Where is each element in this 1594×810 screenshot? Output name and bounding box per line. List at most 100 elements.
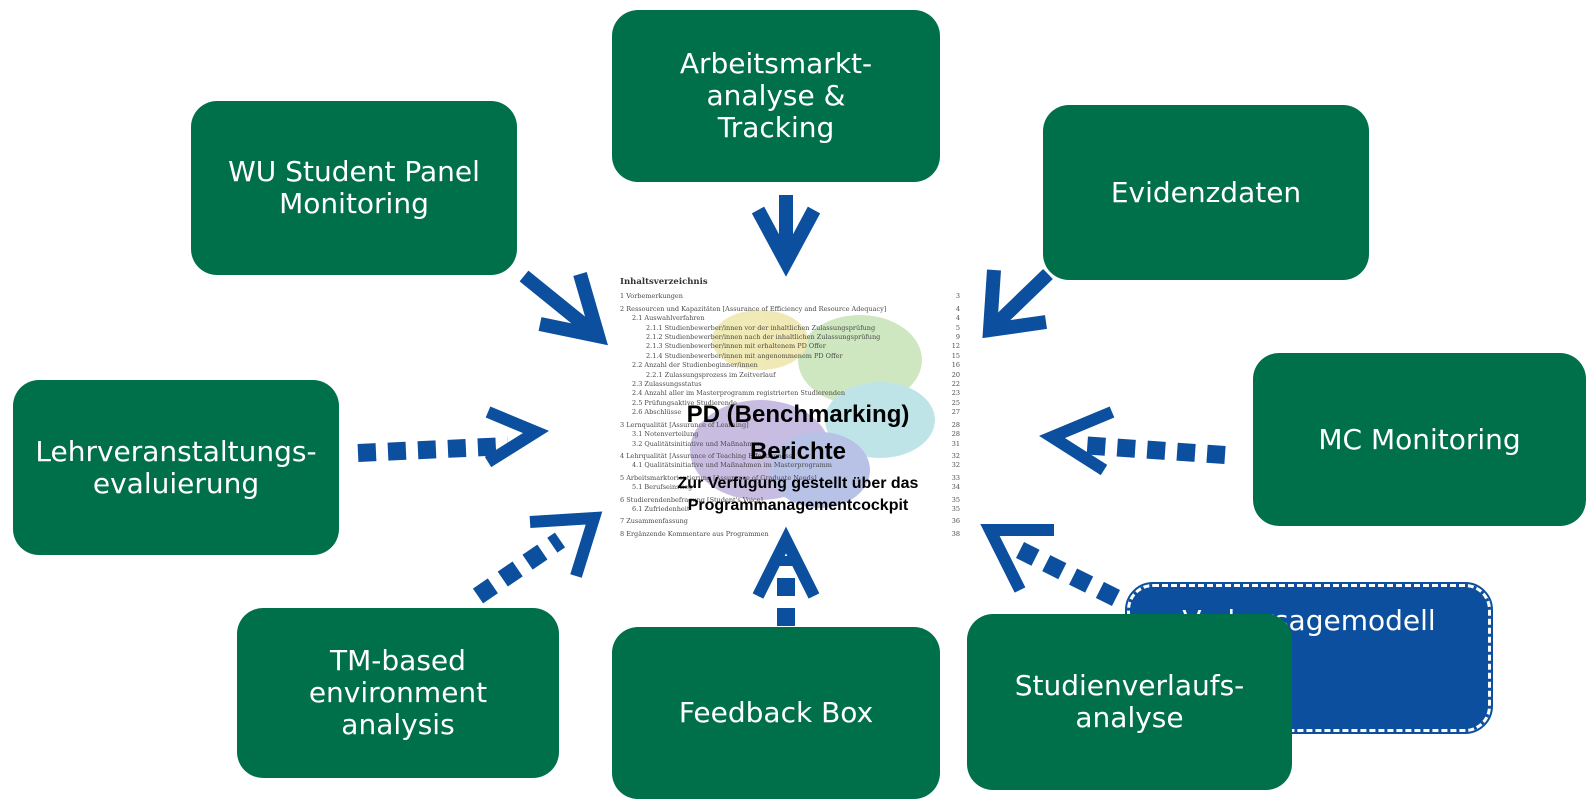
arrow-upper-left-solid [519, 270, 608, 346]
toc-row-text: 8 Ergänzende Kommentare aus Programmen [620, 529, 769, 538]
toc-row: 3 Lernqualität [Assurance of Learning] 28 [620, 421, 960, 430]
toc-row-text: 2.6 Abschlüsse [632, 408, 682, 417]
bubble-teal [825, 382, 935, 458]
toc-row-text: 4 Lehrqualität [Assurance of Teaching Ef… [620, 451, 795, 460]
toc-row-text: 3.2 Qualitätsinitiative und Maßnahmen [632, 439, 762, 448]
toc-row: 2.4 Anzahl aller im Masterprogramm regis… [620, 389, 960, 398]
toc-row-text: 2.1.2 Studienbewerber/innen nach der inh… [646, 333, 881, 342]
box-mc-monitoring: MC Monitoring [1253, 353, 1586, 526]
toc-row: 2.5 Prüfungsaktive Studierende 25 [620, 399, 960, 408]
toc-row: 5 Arbeitsmarktorientierung [Assurance of… [620, 474, 960, 483]
center-subtitle-line2: Programmanagementcockpit [687, 497, 909, 514]
toc-row: 6.1 Zufriedenheit 35 [620, 505, 960, 514]
toc-row-text: 4.1 Qualitätsinitiative und Maßnahmen im… [632, 461, 832, 470]
toc-row-page: 4 [955, 314, 960, 323]
toc-row-text: 2.5 Prüfungsaktive Studierende [632, 398, 737, 407]
toc-row: 2.2.1 Zulassungsprozess im Zeitverlauf 20 [620, 371, 960, 380]
toc-title: Inhaltsverzeichnis [620, 277, 708, 287]
arrow-lower-right-dotted [980, 524, 1121, 607]
toc-row-page: 9 [955, 333, 960, 342]
toc-row: 2.1.1 Studienbewerber/innen vor der inha… [620, 324, 960, 333]
arrow-right-dotted [1039, 406, 1226, 476]
toc-row-page: 20 [951, 370, 960, 379]
center-subtitle-line1: Zur Verfügung gestellt über das [677, 475, 919, 492]
toc-row-page: 4 [955, 304, 960, 313]
center-bubbles [690, 310, 935, 508]
toc-row-page: 32 [951, 451, 960, 460]
toc-row-page: 27 [951, 408, 960, 417]
bubble-green [798, 315, 922, 405]
toc-row: 3.2 Qualitätsinitiative und Maßnahmen 31 [620, 440, 960, 449]
toc-row-page: 28 [951, 420, 960, 429]
toc-row-page: 23 [951, 389, 960, 398]
toc-row-text: 5.1 Berufseinstieg [632, 483, 693, 492]
center-title-line1: PD (Benchmarking) [686, 401, 910, 428]
arrow-upper-right-solid [982, 268, 1053, 339]
box-tm-based: TM-based environment analysis [237, 608, 559, 778]
toc-row-page: 3 [955, 292, 960, 301]
arrow-top-solid [751, 195, 821, 277]
toc-row: 2 Ressourcen und Kapazitäten [Assurance … [620, 305, 960, 314]
toc-row-page: 31 [951, 439, 960, 448]
toc-row-text: 2.1.4 Studienbewerber/innen mit angenomm… [646, 351, 843, 360]
toc-row: 8 Ergänzende Kommentare aus Programmen 38 [620, 530, 960, 539]
toc-row-page: 36 [951, 517, 960, 526]
toc-row-text: 6.1 Zufriedenheit [632, 504, 690, 513]
toc-row: 2.1.3 Studienbewerber/innen mit erhalten… [620, 342, 960, 351]
toc-row: 2.2 Anzahl der Studienbeginner/innen 16 [620, 361, 960, 370]
toc-row-text: 2.4 Anzahl aller im Masterprogramm regis… [632, 389, 846, 398]
toc-row-text: 1 Vorbemerkungen [620, 292, 683, 301]
toc-row-page: 12 [951, 342, 960, 351]
toc-row-page: 16 [951, 361, 960, 370]
toc-row-text: 2.2 Anzahl der Studienbeginner/innen [632, 361, 758, 370]
toc-row-text: 3 Lernqualität [Assurance of Learning] [620, 420, 749, 429]
toc-row-page: 35 [951, 504, 960, 513]
box-evidenzdaten: Evidenzdaten [1043, 105, 1369, 280]
toc-row: 2.1.2 Studienbewerber/innen nach der inh… [620, 333, 960, 342]
toc-row: 4 Lehrqualität [Assurance of Teaching Ef… [620, 452, 960, 461]
arrow-bottom-dotted [752, 526, 820, 626]
toc-row-page: 34 [951, 483, 960, 492]
arrow-left-dotted [357, 406, 550, 468]
toc-row-text: 7 Zusammenfassung [620, 517, 688, 526]
toc-row-text: 2.1.1 Studienbewerber/innen vor der inha… [646, 323, 876, 332]
toc-rows: 1 Vorbemerkungen 3 2 Ressourcen und Kapazi… [620, 292, 960, 539]
table-of-contents: Inhaltsverzeichnis 1 Vorbemerkungen 3 2 Re… [620, 277, 960, 539]
toc-row: 2.1 Auswahlverfahren 4 [620, 314, 960, 323]
toc-row-page: 38 [951, 529, 960, 538]
toc-row-page: 15 [951, 351, 960, 360]
toc-row-page: 28 [951, 430, 960, 439]
toc-row-page: 32 [951, 461, 960, 470]
toc-row: 2.6 Abschlüsse 27 [620, 408, 960, 417]
arrow-lower-left-dotted [472, 511, 603, 604]
toc-row-page: 35 [951, 495, 960, 504]
box-arbeitsmarkt: Arbeitsmarkt- analyse & Tracking [612, 10, 940, 182]
toc-row: 2.1.4 Studienbewerber/innen mit angenomm… [620, 352, 960, 361]
box-lehrveranstaltung: Lehrveranstaltungs- evaluierung [13, 380, 339, 555]
toc-row-page: 25 [951, 398, 960, 407]
box-wu-student-panel: WU Student Panel Monitoring [191, 101, 517, 275]
toc-row: 6 Studierendenbefragung [Student's Voice… [620, 496, 960, 505]
toc-row-text: 2.1 Auswahlverfahren [632, 314, 705, 323]
toc-row: 3.1 Notenverteilung 28 [620, 430, 960, 439]
toc-row-text: 3.1 Notenverteilung [632, 430, 699, 439]
toc-row-page: 22 [951, 380, 960, 389]
toc-row-text: 6 Studierendenbefragung [Student's Voice… [620, 495, 763, 504]
toc-row: 2.3 Zulassungsstatus 22 [620, 380, 960, 389]
bubble-yellow [712, 310, 808, 370]
toc-row: 1 Vorbemerkungen 3 [620, 292, 960, 301]
toc-row-text: 2.2.1 Zulassungsprozess im Zeitverlauf [646, 370, 776, 379]
toc-row-page: 5 [955, 323, 960, 332]
toc-row-text: 2 Ressourcen und Kapazitäten [Assurance … [620, 304, 887, 313]
toc-row-text: 2.3 Zulassungsstatus [632, 380, 702, 389]
box-feedback: Feedback Box [612, 627, 940, 799]
toc-row-page: 33 [951, 473, 960, 482]
toc-row-text: 2.1.3 Studienbewerber/innen mit erhalten… [646, 342, 826, 351]
toc-row: 4.1 Qualitätsinitiative und Maßnahmen im… [620, 461, 960, 470]
toc-row-text: 5 Arbeitsmarktorientierung [Assurance of… [620, 473, 817, 482]
toc-row: 7 Zusammenfassung 36 [620, 517, 960, 526]
box-studienverlauf: Studienverlaufs- analyse [967, 614, 1292, 790]
center-title-line2: Berichte [749, 438, 847, 465]
toc-row: 5.1 Berufseinstieg 34 [620, 483, 960, 492]
